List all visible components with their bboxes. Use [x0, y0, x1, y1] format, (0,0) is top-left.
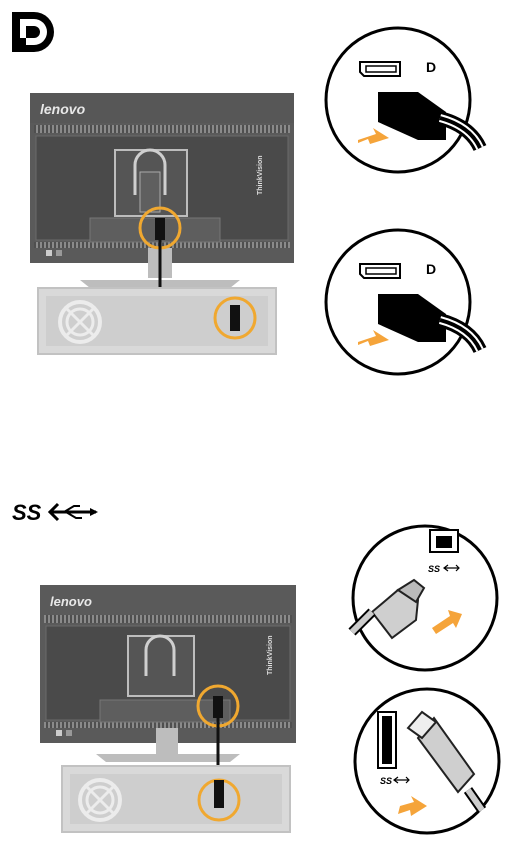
displayport-logo-icon	[12, 12, 54, 52]
usb-b-connector	[213, 696, 223, 718]
usb-port-symbol-2: SS	[380, 776, 392, 786]
ss-logo-text: SS	[12, 500, 42, 525]
thinkvision-label-2: ThinkVision	[267, 635, 274, 675]
pc-dp-connector	[230, 305, 240, 331]
usb-a-closeup: SS	[355, 689, 499, 833]
dp-port-symbol-2: D	[426, 261, 436, 277]
dp-closeup-1: D	[326, 28, 480, 172]
usb-a-connector	[214, 780, 224, 808]
thinkvision-label: ThinkVision	[257, 155, 264, 195]
pc-case-2	[62, 766, 290, 832]
usb-port-symbol: SS	[428, 564, 440, 574]
dp-port-symbol: D	[426, 59, 436, 75]
usb-b-closeup: SS	[352, 526, 497, 670]
dp-closeup-2: D	[326, 230, 480, 374]
lenovo-logo-2: lenovo	[50, 594, 92, 609]
monitor-back-2: lenovo ThinkVision	[40, 585, 296, 743]
usb-superspeed-logo-icon: SS	[12, 500, 98, 525]
lenovo-logo: lenovo	[40, 101, 86, 117]
dp-connector	[155, 218, 165, 240]
